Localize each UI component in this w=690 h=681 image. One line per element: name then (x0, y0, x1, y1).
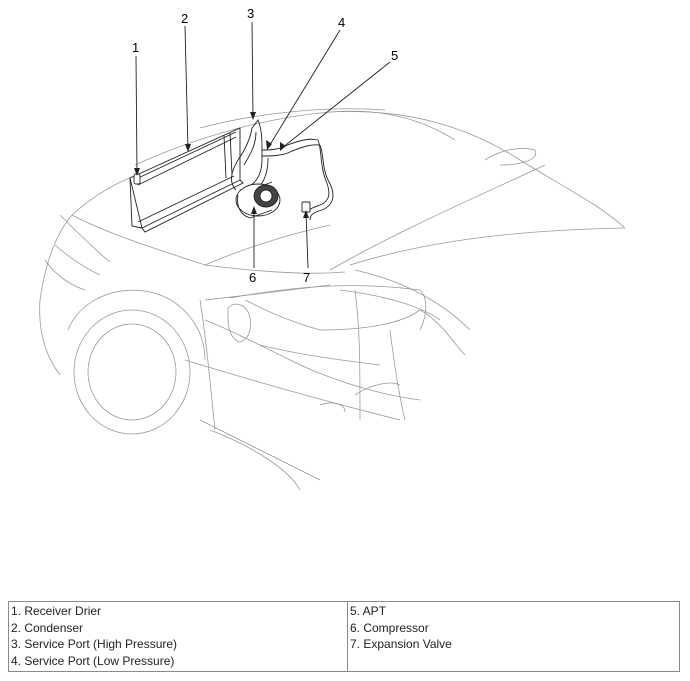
compressor (235, 183, 281, 219)
callout-5: 5 (391, 48, 398, 63)
condenser (129, 127, 244, 233)
callout-3: 3 (247, 6, 254, 21)
callout-7: 7 (303, 270, 310, 285)
legend-table: 1. Receiver Drier 2. Condenser 3. Servic… (8, 600, 680, 673)
legend-item-5: 5. APT (350, 604, 387, 618)
callout-4: 4 (338, 15, 345, 30)
legend-item-4: 4. Service Port (Low Pressure) (11, 653, 175, 668)
legend-column-right: 5. APT 6. Compressor 7. Expansion Valve (347, 600, 680, 673)
legend-item-7: 7. Expansion Valve (350, 637, 452, 652)
callout-2: 2 (181, 11, 188, 26)
legend-item-1: 1. Receiver Drier (11, 604, 102, 618)
leader-lines (135, 21, 391, 269)
callout-1: 1 (132, 40, 139, 55)
callout-labels: 1 2 3 4 5 6 7 (132, 6, 398, 285)
legend-item-2: 2. Condenser (11, 620, 84, 635)
legend-row: 1. Receiver Drier 2. Condenser 3. Servic… (8, 600, 680, 673)
leader-arrowheads (134, 112, 309, 218)
callout-6: 6 (249, 270, 256, 285)
legend-column-left: 1. Receiver Drier 2. Condenser 3. Servic… (8, 600, 348, 673)
ac-system-diagram: 1 2 3 4 5 6 7 (39, 6, 626, 491)
legend-item-6: 6. Compressor (350, 620, 429, 635)
legend-item-3: 3. Service Port (High Pressure) (11, 637, 178, 652)
car-body-outline (39, 108, 626, 491)
